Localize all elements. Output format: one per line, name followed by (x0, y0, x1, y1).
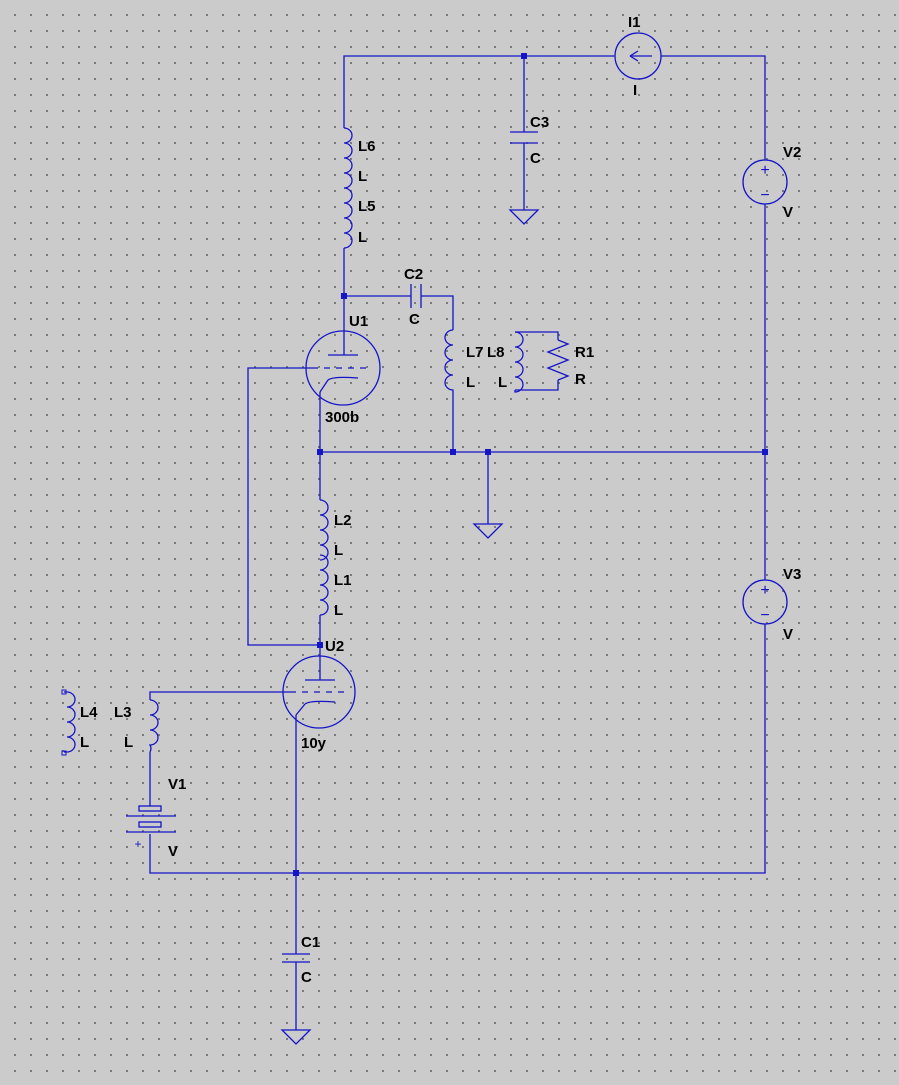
v1-value-label: V (168, 843, 178, 860)
l4-value-label: L (80, 734, 89, 751)
inductor-l3-symbol[interactable] (148, 699, 159, 753)
u1-value-label: 300b (325, 409, 359, 426)
voltage-source-v2-symbol[interactable]: + − (742, 159, 788, 205)
l3-value-label: L (124, 734, 133, 751)
i1-ref-label: I1 (628, 14, 641, 31)
l6-value-label: L (358, 168, 367, 185)
ground-icon (508, 209, 540, 225)
voltage-source-v3-symbol[interactable]: + − (742, 579, 788, 625)
v2-value-label: V (783, 204, 793, 221)
triode-u1-symbol[interactable] (305, 330, 381, 406)
minus-sign: − (760, 187, 769, 204)
capacitor-c1-symbol[interactable] (282, 953, 310, 963)
resistor-r1-symbol[interactable] (546, 339, 570, 381)
u2-ref-label: U2 (325, 638, 344, 655)
r1-value-label: R (575, 371, 586, 388)
l8-ref-label: L8 (487, 344, 505, 361)
junction-dot (317, 642, 323, 648)
v3-value-label: V (783, 626, 793, 643)
battery-v1-symbol[interactable]: + (126, 805, 176, 851)
u2-value-label: 10y (301, 735, 327, 752)
wire-r1-top (515, 331, 559, 340)
wire-top-right (661, 55, 766, 160)
junction-dot (485, 449, 491, 455)
c2-value-label: C (409, 311, 420, 328)
c3-ref-label: C3 (530, 114, 549, 131)
wire-bottom-rail (149, 624, 766, 874)
wire-top-left (343, 55, 615, 128)
wire-u2-grid (149, 691, 285, 700)
v2-ref-label: V2 (783, 144, 801, 161)
plus-sign: + (760, 582, 769, 599)
capacitor-c3-symbol[interactable] (510, 131, 538, 144)
l7-ref-label: L7 (466, 344, 484, 361)
l5-value-label: L (358, 229, 367, 246)
l2-value-label: L (334, 542, 343, 559)
inductor-l1-symbol[interactable] (319, 554, 329, 616)
junction-dot (762, 449, 768, 455)
inductor-l2-symbol[interactable] (319, 499, 329, 561)
inductor-l8-symbol[interactable] (514, 331, 524, 393)
c1-value-label: C (301, 969, 312, 986)
l1-ref-label: L1 (334, 572, 352, 589)
junction-dot (317, 449, 323, 455)
component-labels: I1 I V2 V V3 V V1 V C1 C C2 C C3 C L1 L … (80, 14, 801, 986)
l1-value-label: L (334, 602, 343, 619)
junction-dot (293, 870, 299, 876)
wires (149, 55, 766, 1030)
l2-ref-label: L2 (334, 512, 352, 529)
junctions (293, 53, 768, 876)
plus-sign: + (134, 837, 141, 851)
inductor-l7-symbol[interactable] (444, 329, 454, 392)
triode-u2-symbol[interactable] (282, 655, 356, 729)
c3-value-label: C (530, 150, 541, 167)
wire-c2-right (421, 295, 454, 330)
l8-value-label: L (498, 374, 507, 391)
inductor-l6-symbol[interactable] (343, 127, 353, 189)
v1-ref-label: V1 (168, 776, 186, 793)
l7-value-label: L (466, 374, 475, 391)
c1-ref-label: C1 (301, 934, 320, 951)
l6-ref-label: L6 (358, 138, 376, 155)
current-source-i1-symbol[interactable] (614, 32, 662, 80)
l3-ref-label: L3 (114, 704, 132, 721)
junction-dot (521, 53, 527, 59)
r1-ref-label: R1 (575, 344, 594, 361)
junction-dot (450, 449, 456, 455)
minus-sign: − (760, 607, 769, 624)
plus-sign: + (760, 162, 769, 179)
c2-ref-label: C2 (404, 266, 423, 283)
l4-ref-label: L4 (80, 704, 98, 721)
wire-u1-grid (247, 367, 320, 646)
wire-r1-bottom (515, 380, 559, 391)
inductor-l4-symbol[interactable] (61, 689, 76, 756)
v3-ref-label: V3 (783, 566, 801, 583)
ground-icon (472, 523, 504, 539)
junction-dot (341, 293, 347, 299)
ground-icon (280, 1029, 312, 1045)
u1-ref-label: U1 (349, 313, 368, 330)
l5-ref-label: L5 (358, 198, 376, 215)
i1-value-label: I (633, 82, 637, 99)
capacitor-c2-symbol[interactable] (410, 284, 422, 308)
inductor-l5-symbol[interactable] (343, 187, 353, 249)
